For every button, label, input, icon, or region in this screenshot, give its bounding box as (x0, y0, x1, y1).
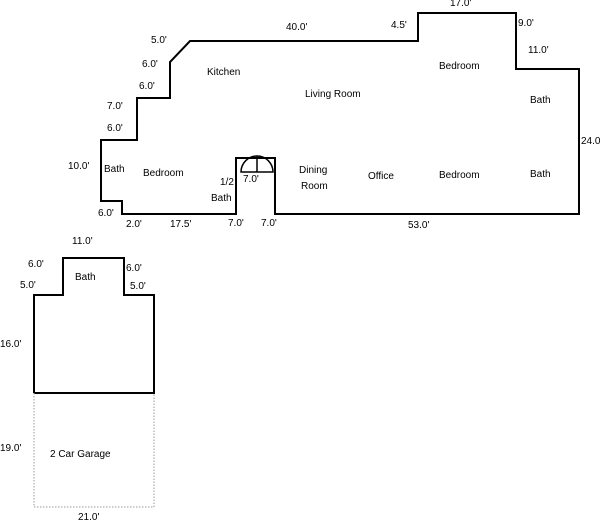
dim-label: 4.5' (391, 20, 407, 31)
dim-label: 7.0' (261, 218, 277, 229)
room-label-office: Office (368, 171, 394, 182)
garage-outline (33, 393, 155, 508)
room-label-dining-1: Dining (299, 165, 327, 176)
dim-label: 24.0 (581, 136, 601, 147)
dim-label: 21.0' (78, 512, 99, 522)
dim-label: 5.0' (130, 281, 146, 292)
dim-label: 7.0' (243, 174, 259, 185)
dim-label: 9.0' (518, 18, 534, 29)
room-label-living-room: Living Room (305, 89, 361, 100)
annex-outline (33, 257, 155, 394)
room-label-bath-right-lower: Bath (530, 169, 551, 180)
room-label-bedroom-mid: Bedroom (439, 170, 480, 181)
room-label-bath-left: Bath (104, 164, 125, 175)
dim-label: 10.0' (68, 161, 89, 172)
dim-label: 53.0' (408, 220, 429, 231)
dim-label: 5.0' (151, 35, 167, 46)
room-label-bedroom-top: Bedroom (439, 61, 480, 72)
dim-label: 6.0' (139, 81, 155, 92)
dim-label: 19.0' (0, 443, 21, 454)
dim-label: 7.0' (107, 101, 123, 112)
room-label-bath-right-upper: Bath (530, 95, 551, 106)
dim-label: 16.0' (0, 339, 21, 350)
dim-label: 7.0' (228, 218, 244, 229)
room-label-dining-2: Room (301, 181, 328, 192)
dim-label: 40.0' (286, 22, 307, 33)
room-label-bedroom-left: Bedroom (143, 168, 184, 179)
dim-label: 11.0' (528, 45, 549, 56)
dim-label: 6.0' (98, 208, 114, 219)
dim-label: 6.0' (126, 263, 142, 274)
room-label-half-bath-2: Bath (211, 193, 232, 204)
room-label-bath-annex: Bath (75, 272, 96, 283)
dim-label: 5.0' (20, 280, 36, 291)
dim-label: 6.0' (142, 59, 158, 70)
dim-label: 11.0' (72, 236, 93, 247)
dim-label: 6.0' (28, 259, 44, 270)
room-label-kitchen: Kitchen (207, 67, 240, 78)
main-house-outline (100, 12, 580, 215)
room-label-half-bath-1: 1/2 (220, 177, 234, 188)
dim-label: 2.0' (126, 219, 142, 230)
dim-label: 17.0' (450, 0, 471, 9)
dim-label: 6.0' (107, 123, 123, 134)
room-label-garage: 2 Car Garage (50, 449, 111, 460)
door-arc (240, 155, 274, 173)
dim-label: 17.5' (170, 219, 191, 230)
